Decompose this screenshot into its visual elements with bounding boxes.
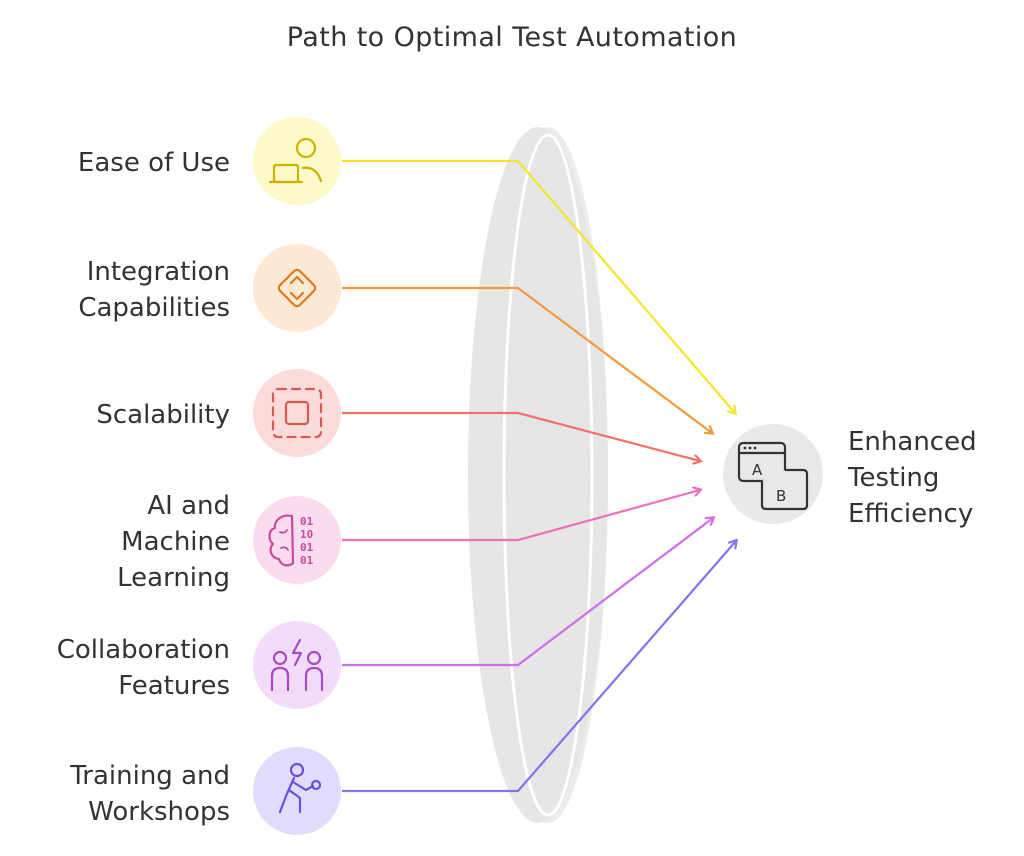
svg-text:A: A [752, 461, 763, 479]
user-laptop-icon [268, 137, 323, 184]
connector-training [342, 541, 736, 793]
node-training [253, 747, 341, 835]
node-output: A B [723, 424, 823, 524]
label-ai-machine-learning: AI and Machine Learning [117, 491, 230, 593]
node-collaboration [253, 621, 341, 709]
connector-collaboration [342, 518, 713, 667]
label-training-workshops: Training and Workshops [70, 761, 230, 827]
svg-text:10: 10 [300, 528, 313, 541]
svg-text:01: 01 [300, 554, 314, 567]
diamond-arrows-icon [277, 268, 317, 308]
node-integration [253, 244, 341, 332]
label-collaboration-features: Collaboration Features [56, 635, 230, 701]
svg-text:01: 01 [300, 515, 314, 528]
connector-integration [342, 286, 712, 433]
label-scalability: Scalability [96, 400, 230, 430]
node-ai-ml: 01 10 01 01 [253, 496, 341, 584]
label-ease-of-use: Ease of Use [77, 148, 230, 178]
lens-shape [468, 127, 608, 823]
scale-square-icon [271, 387, 323, 439]
people-lightning-icon [270, 638, 324, 692]
ab-test-icon: A B [737, 441, 809, 511]
brain-binary-icon: 01 10 01 01 [268, 514, 314, 567]
diagram-title: Path to Optimal Test Automation [286, 22, 738, 53]
trainer-icon [278, 762, 322, 814]
svg-text:01: 01 [300, 541, 314, 554]
connector-ease-of-use [342, 159, 735, 413]
node-ease-of-use [253, 117, 341, 205]
connector-ai-ml [342, 490, 700, 542]
label-integration-capabilities: Integration Capabilities [78, 257, 230, 323]
connector-scalability [342, 411, 700, 461]
svg-text:B: B [776, 487, 786, 505]
node-scalability [253, 369, 341, 457]
label-enhanced-testing-efficiency: Enhanced Testing Efficiency [848, 427, 977, 529]
